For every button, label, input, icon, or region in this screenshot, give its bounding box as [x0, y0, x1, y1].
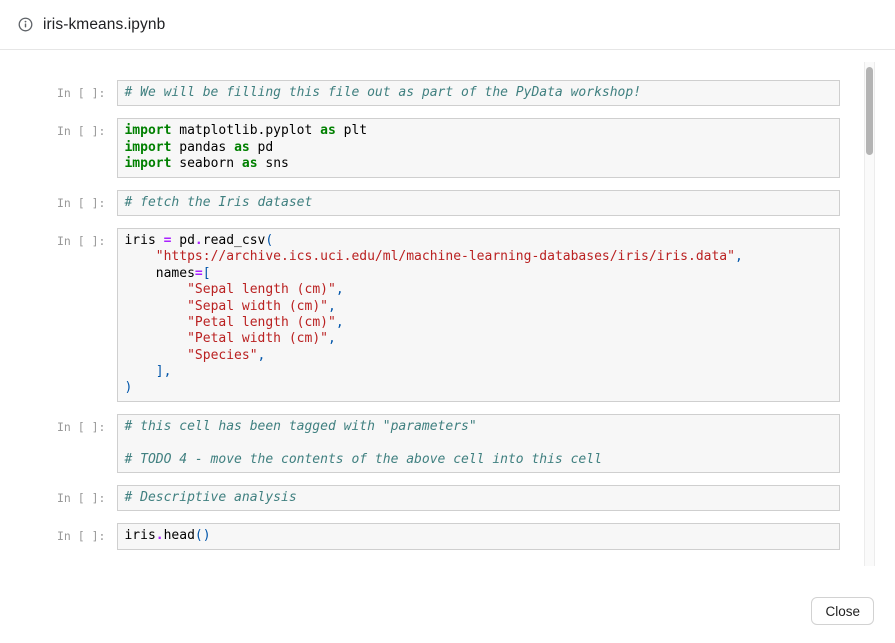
notebook-cell: In [ ]: # Descriptive analysis: [57, 485, 840, 512]
notebook-cell: In [ ]: iris.head(): [57, 523, 840, 550]
code-line: "https://archive.ics.uci.edu/ml/machine-…: [155, 249, 743, 265]
notebook-cell: In [ ]: # fetch the Iris dataset: [57, 189, 840, 216]
close-button[interactable]: Close: [811, 597, 874, 625]
info-icon: [18, 17, 33, 32]
cell-source: iris = pd.read_csv( "https://archive.ics…: [117, 227, 840, 402]
code-line: "Sepal width (cm)",: [187, 298, 336, 314]
code-line: "Petal length (cm)",: [187, 314, 344, 330]
page-title: iris-kmeans.ipynb: [43, 15, 166, 33]
code-line: # TODO 4 - move the contents of the abov…: [124, 451, 602, 467]
code-line: "Petal width (cm)",: [187, 331, 336, 347]
code-line: import seaborn as sns: [124, 156, 289, 172]
cell-prompt: In [ ]:: [57, 124, 106, 139]
code-line: # We will be filling this file out as pa…: [124, 85, 642, 100]
cell-prompt: In [ ]:: [57, 86, 106, 100]
cell-source: # We will be filling this file out as pa…: [117, 80, 840, 107]
code-line: import matplotlib.pyplot as plt: [124, 123, 368, 139]
code-line: ): [124, 380, 133, 396]
cell-prompt: In [ ]:: [57, 195, 106, 210]
scrollbar-track[interactable]: [864, 62, 875, 566]
code-line: names=[: [124, 265, 211, 281]
dialog-header: iris-kmeans.ipynb: [0, 0, 895, 50]
code-line: # fetch the Iris dataset: [124, 194, 313, 210]
code-line: "Sepal length (cm)",: [187, 282, 344, 298]
code-line: iris.head(): [124, 528, 211, 544]
cell-source: iris.head(): [117, 523, 840, 550]
notebook-cell: In [ ]: # We will be filling this file ou…: [57, 80, 840, 107]
cell-source: # Descriptive analysis: [117, 485, 840, 512]
code-line: "Species",: [187, 347, 266, 363]
scrollbar-thumb[interactable]: [866, 67, 873, 155]
cell-source: # fetch the Iris dataset: [117, 189, 840, 216]
code-line: [124, 435, 833, 451]
notebook-cells: In [ ]: # We will be filling this file ou…: [0, 51, 895, 550]
notebook-cell: In [ ]: iris = pd.read_csv( "https://arch…: [57, 227, 840, 402]
notebook-scroll-area: In [ ]: # We will be filling this file ou…: [0, 51, 895, 570]
cell-prompt: In [ ]:: [57, 419, 106, 434]
notebook-cell: In [ ]: # this cell has been tagged with …: [57, 413, 840, 474]
code-line: ],: [155, 364, 172, 380]
code-line: iris = pd.read_csv(: [124, 232, 274, 248]
cell-source: # this cell has been tagged with "parame…: [117, 413, 840, 474]
code-line: import pandas as pd: [124, 139, 274, 155]
cell-prompt: In [ ]:: [57, 233, 106, 248]
cell-prompt: In [ ]:: [57, 529, 106, 544]
code-line: # this cell has been tagged with "parame…: [124, 418, 477, 434]
cell-prompt: In [ ]:: [57, 491, 106, 506]
code-line: # Descriptive analysis: [124, 490, 297, 506]
